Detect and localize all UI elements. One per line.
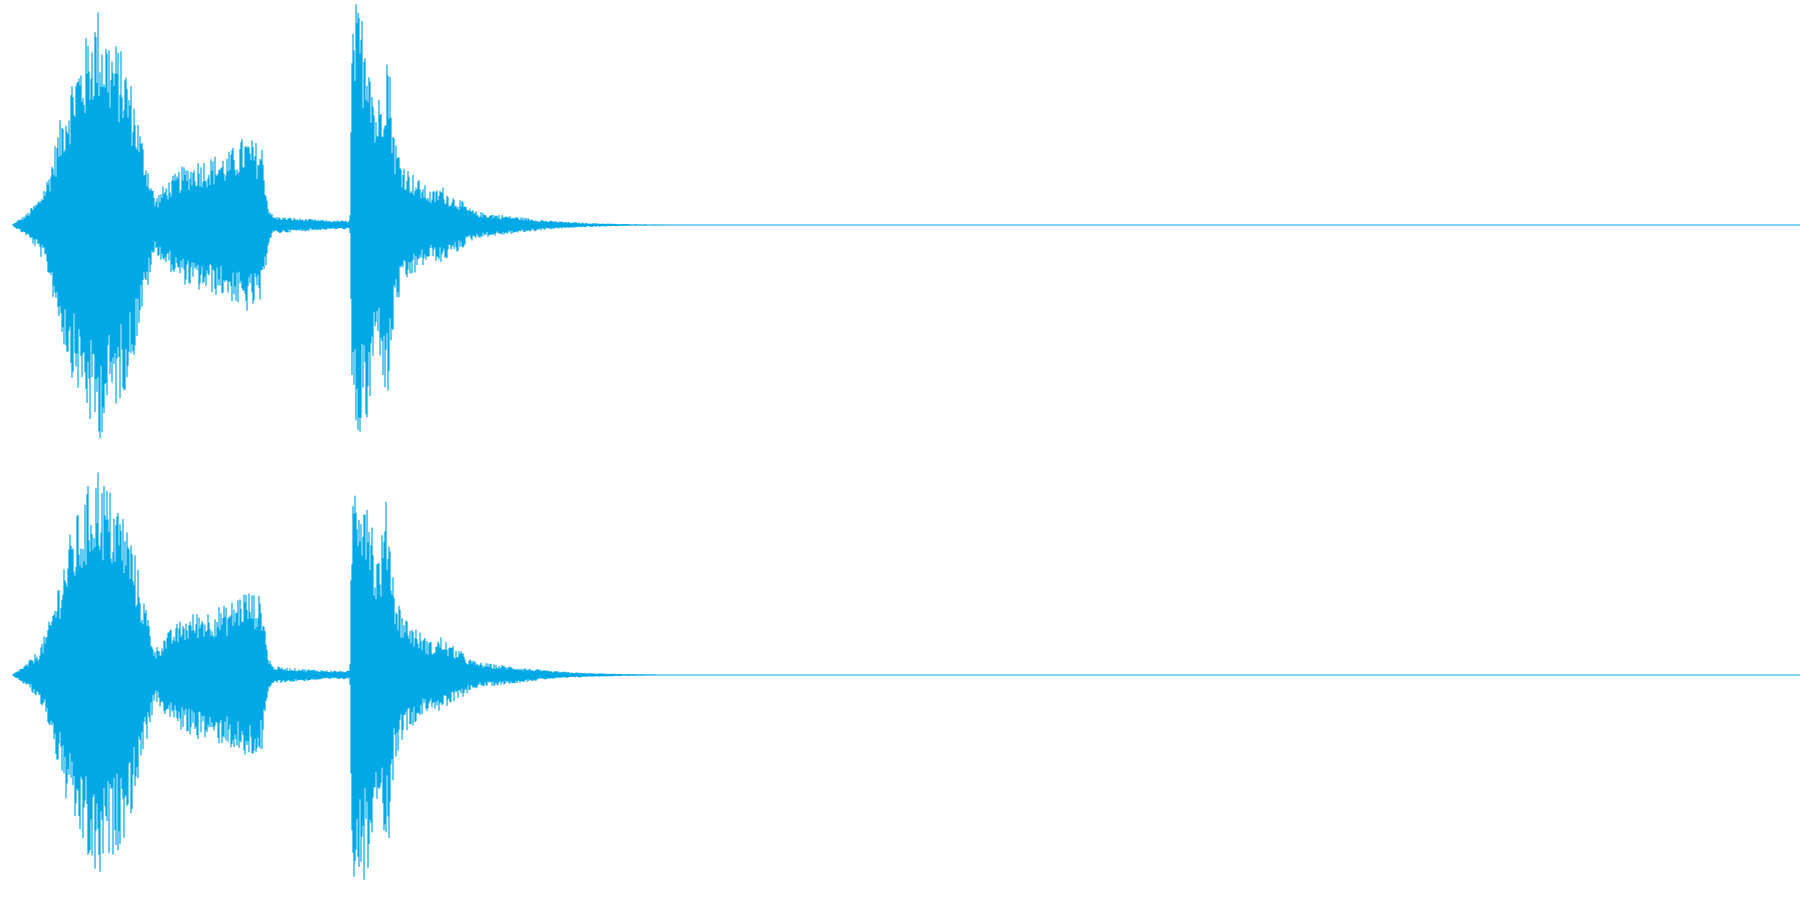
channel-right[interactable] [12, 472, 1800, 880]
channel-left[interactable] [12, 4, 1800, 439]
channel-left-waveform [12, 4, 701, 439]
channel-right-waveform [12, 472, 700, 880]
